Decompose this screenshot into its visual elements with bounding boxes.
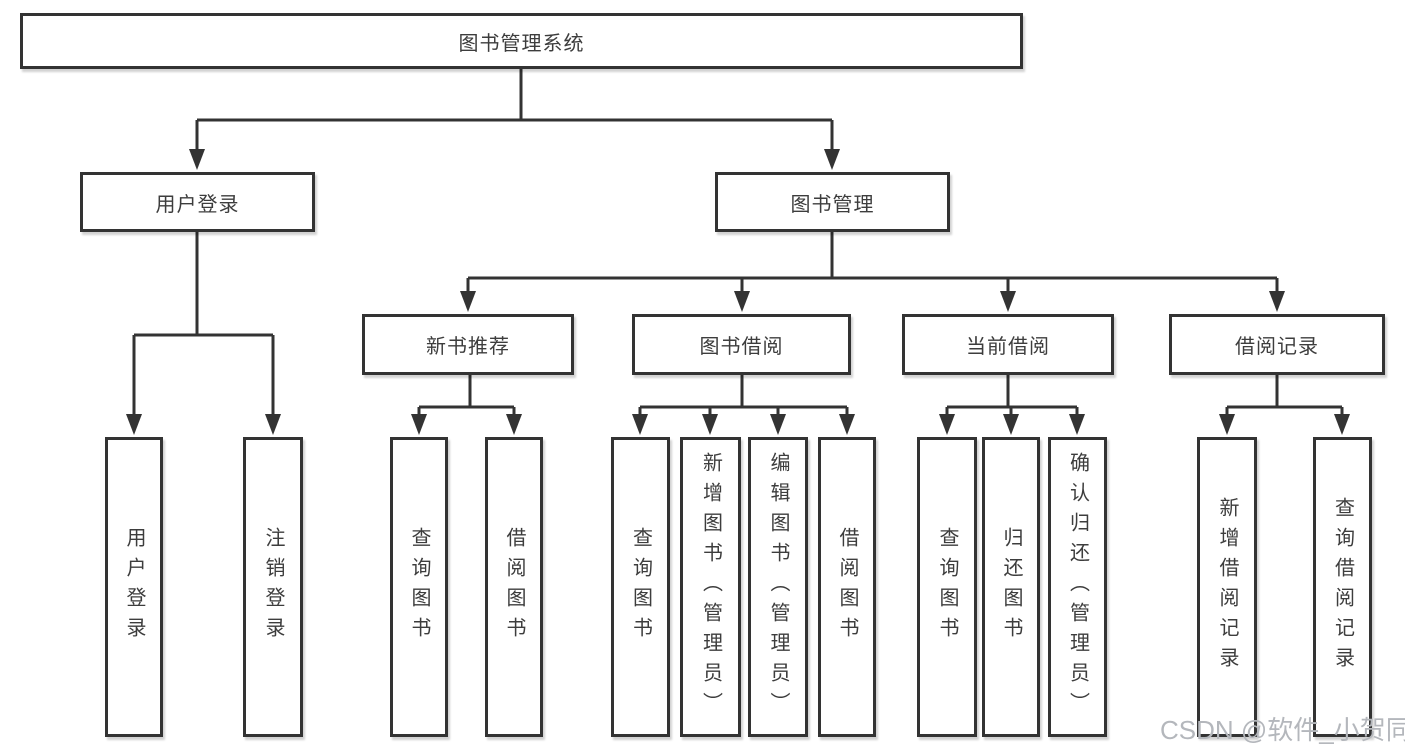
leaf-records-add-record-label: 新增借阅记录 <box>1216 497 1238 677</box>
leaf-current-query-books-label: 查询图书 <box>936 527 958 647</box>
leaf-records-query-record-label: 查询借阅记录 <box>1331 497 1354 677</box>
leaf-records-query-record: 查询借阅记录 <box>1313 437 1372 737</box>
node-user-login-label: 用户登录 <box>155 193 240 216</box>
node-current-borrowing: 当前借阅 <box>902 314 1114 375</box>
leaf-logout-label: 注销登录 <box>262 527 284 647</box>
leaf-recommend-borrow-books-label: 借阅图书 <box>503 527 525 647</box>
node-library-management-system-label: 图书管理系统 <box>458 32 585 55</box>
node-borrowing-records-label: 借阅记录 <box>1235 336 1319 358</box>
node-new-book-recommend-label: 新书推荐 <box>426 336 510 358</box>
node-current-borrowing-label: 当前借阅 <box>966 336 1050 358</box>
leaf-user-login: 用户登录 <box>105 437 163 737</box>
leaf-recommend-query-books: 查询图书 <box>390 437 448 737</box>
leaf-borrowing-query-books: 查询图书 <box>611 437 670 737</box>
csdn-watermark: CSDN @软件_小贺同学 <box>1160 715 1405 745</box>
node-book-borrowing: 图书借阅 <box>632 314 851 375</box>
node-book-borrowing-label: 图书借阅 <box>699 336 784 358</box>
node-new-book-recommend: 新书推荐 <box>362 314 574 375</box>
node-library-management-system: 图书管理系统 <box>20 13 1023 69</box>
leaf-user-login-label: 用户登录 <box>123 527 145 647</box>
leaf-borrowing-edit-books: 编辑图书（管理员） <box>748 437 808 737</box>
leaf-borrowing-edit-books-label: 编辑图书（管理员） <box>767 452 789 722</box>
node-book-management-label: 图书管理 <box>790 193 875 216</box>
leaf-borrowing-borrow-books-label: 借阅图书 <box>836 527 858 647</box>
leaf-current-return-books: 归还图书 <box>982 437 1040 737</box>
leaf-current-confirm-return: 确认归还（管理员） <box>1048 437 1107 737</box>
leaf-borrowing-add-books-label: 新增图书（管理员） <box>699 452 722 722</box>
leaf-borrowing-borrow-books: 借阅图书 <box>818 437 876 737</box>
leaf-recommend-query-books-label: 查询图书 <box>408 527 430 647</box>
node-user-login: 用户登录 <box>80 172 315 232</box>
node-book-management: 图书管理 <box>715 172 950 232</box>
leaf-logout: 注销登录 <box>243 437 303 737</box>
leaf-current-query-books: 查询图书 <box>917 437 977 737</box>
node-borrowing-records: 借阅记录 <box>1169 314 1385 375</box>
leaf-current-confirm-return-label: 确认归还（管理员） <box>1066 452 1089 722</box>
leaf-borrowing-query-books-label: 查询图书 <box>629 527 652 647</box>
leaf-borrowing-add-books: 新增图书（管理员） <box>680 437 741 737</box>
leaf-current-return-books-label: 归还图书 <box>1000 527 1022 647</box>
arrowheads <box>126 149 1350 435</box>
leaf-recommend-borrow-books: 借阅图书 <box>485 437 543 737</box>
leaf-records-add-record: 新增借阅记录 <box>1197 437 1257 737</box>
